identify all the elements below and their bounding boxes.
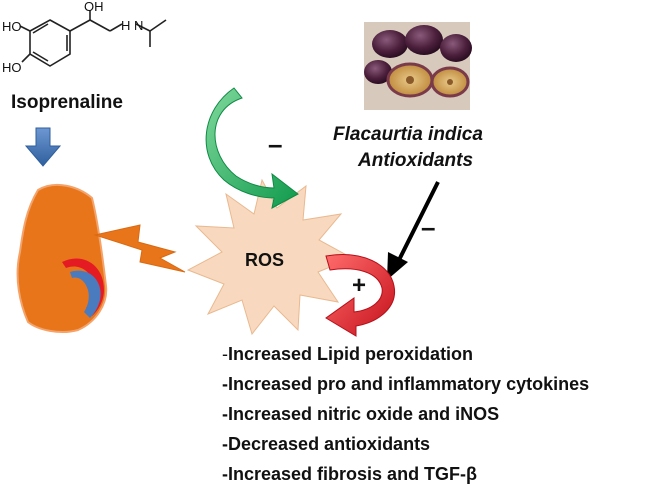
- fruit-icon: [440, 34, 472, 62]
- black-arrow-head: [387, 252, 408, 280]
- atom-label-nh: H N: [121, 18, 143, 33]
- atom-label-ho-top: HO: [2, 19, 22, 34]
- bond-chain: [69, 19, 91, 32]
- lightning-icon: [93, 224, 186, 273]
- heart-blue-arc: [70, 270, 101, 318]
- bond-chain: [89, 19, 111, 32]
- effect-item: -Increased fibrosis and TGF-β: [222, 464, 478, 484]
- atom-label-oh: OH: [84, 0, 104, 14]
- effect-item: -Increased pro and inflammatory cytokine…: [222, 374, 590, 394]
- fruit-seed: [447, 79, 453, 85]
- fruit-icon: [364, 60, 392, 84]
- antioxidants-label: Antioxidants: [357, 150, 473, 171]
- down-arrow-icon: [24, 127, 62, 167]
- bond-ho-top: [19, 25, 31, 32]
- heart-icon: [16, 183, 108, 333]
- bond-chain: [135, 23, 151, 32]
- bond-chain: [109, 23, 123, 32]
- bond-methyl: [149, 19, 167, 32]
- plant-name-label: Flacaurtia indica: [333, 124, 483, 145]
- ros-label: ROS: [245, 250, 284, 270]
- bond-ho-bottom: [21, 53, 31, 63]
- effects-list: -Increased Lipid peroxidation -Increased…: [222, 339, 589, 489]
- effect-item: -Increased nitric oxide and iNOS: [222, 404, 500, 424]
- atom-label-ho-bottom: HO: [2, 60, 22, 75]
- fruit-icon: [372, 30, 408, 58]
- red-arrow-sign: +: [352, 272, 366, 299]
- black-arrow-shaft: [396, 181, 440, 263]
- isoprenaline-label: Isoprenaline: [11, 92, 123, 113]
- fruit-icon: [405, 25, 443, 55]
- ring-double-bond: [32, 23, 49, 34]
- black-arrow-sign: –: [421, 212, 435, 242]
- isoprenaline-structure: [19, 10, 167, 67]
- fruit-seed: [406, 76, 414, 84]
- fruit-photo: [364, 22, 472, 110]
- ros-burst: [186, 178, 354, 336]
- red-curved-arrow: [325, 254, 396, 337]
- effect-item: -Increased Lipid peroxidation: [222, 344, 474, 364]
- ring-double-bond: [32, 51, 49, 62]
- benzene-ring: [29, 19, 71, 67]
- green-arrow-sign: –: [268, 129, 282, 159]
- green-curved-arrow: [205, 87, 299, 209]
- effect-item: -Decreased antioxidants: [222, 434, 431, 454]
